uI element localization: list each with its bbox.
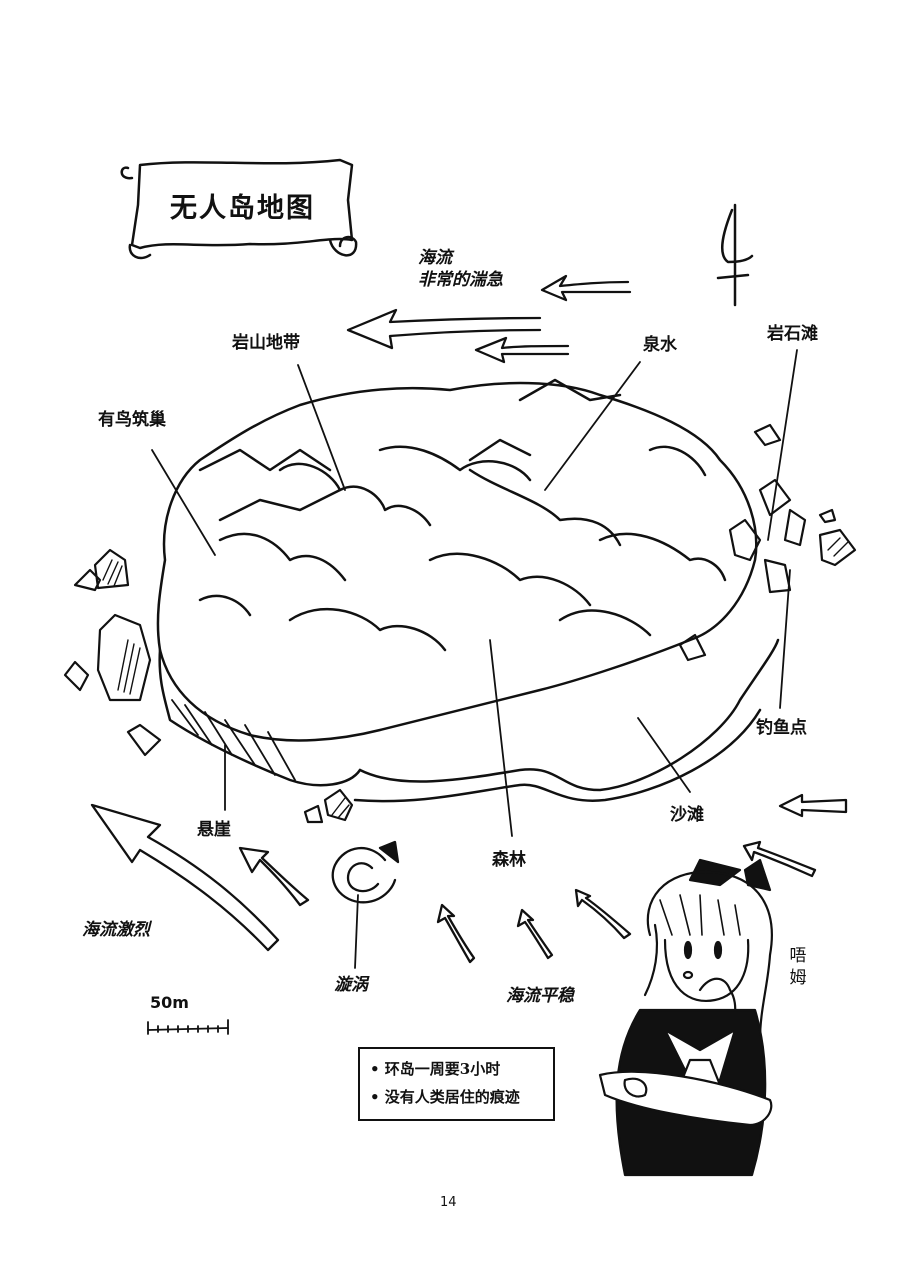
scale-bar xyxy=(147,1019,229,1035)
north-indicator xyxy=(716,203,754,307)
label-current-fast-text: 海流 非常的湍急 xyxy=(418,248,503,290)
girl-character xyxy=(598,858,773,1177)
label-leader-lines xyxy=(151,349,798,969)
label-rocky-beach: 岩石滩 xyxy=(767,324,818,344)
label-cliff: 悬崖 xyxy=(197,820,231,840)
scale-label: 50m xyxy=(150,993,189,1012)
label-whirlpool: 漩涡 xyxy=(334,975,368,995)
label-bird-nest: 有鸟筑巢 xyxy=(98,410,166,430)
label-current-strong: 海流激烈 xyxy=(82,920,150,940)
label-spring: 泉水 xyxy=(643,335,677,355)
island-outline xyxy=(156,378,780,803)
page-number: 14 xyxy=(440,1195,457,1210)
label-rocky-mountain: 岩山地带 xyxy=(232,333,300,353)
label-forest: 森林 xyxy=(492,850,526,870)
current-arrows xyxy=(90,274,848,964)
label-fishing-spot: 钓鱼点 xyxy=(756,718,807,738)
speech-text: 唔 姆 xyxy=(789,946,807,988)
label-sandy-beach: 沙滩 xyxy=(670,805,704,825)
map-title: 无人岛地图 xyxy=(170,193,315,224)
info-note-loop: • 环岛一周要3小时 xyxy=(370,1060,501,1078)
surrounding-rocks xyxy=(63,423,857,824)
info-note-uninhabited: • 没有人类居住的痕迹 xyxy=(370,1088,520,1106)
info-box: • 环岛一周要3小时 • 没有人类居住的痕迹 xyxy=(358,1047,555,1121)
speech-bubble-text: 唔 姆 xyxy=(786,945,810,989)
rock-hatching xyxy=(102,537,849,819)
label-current-calm: 海流平稳 xyxy=(506,986,574,1006)
label-current-fast: 海流 非常的湍急 xyxy=(418,247,503,291)
title-scroll xyxy=(120,158,358,260)
